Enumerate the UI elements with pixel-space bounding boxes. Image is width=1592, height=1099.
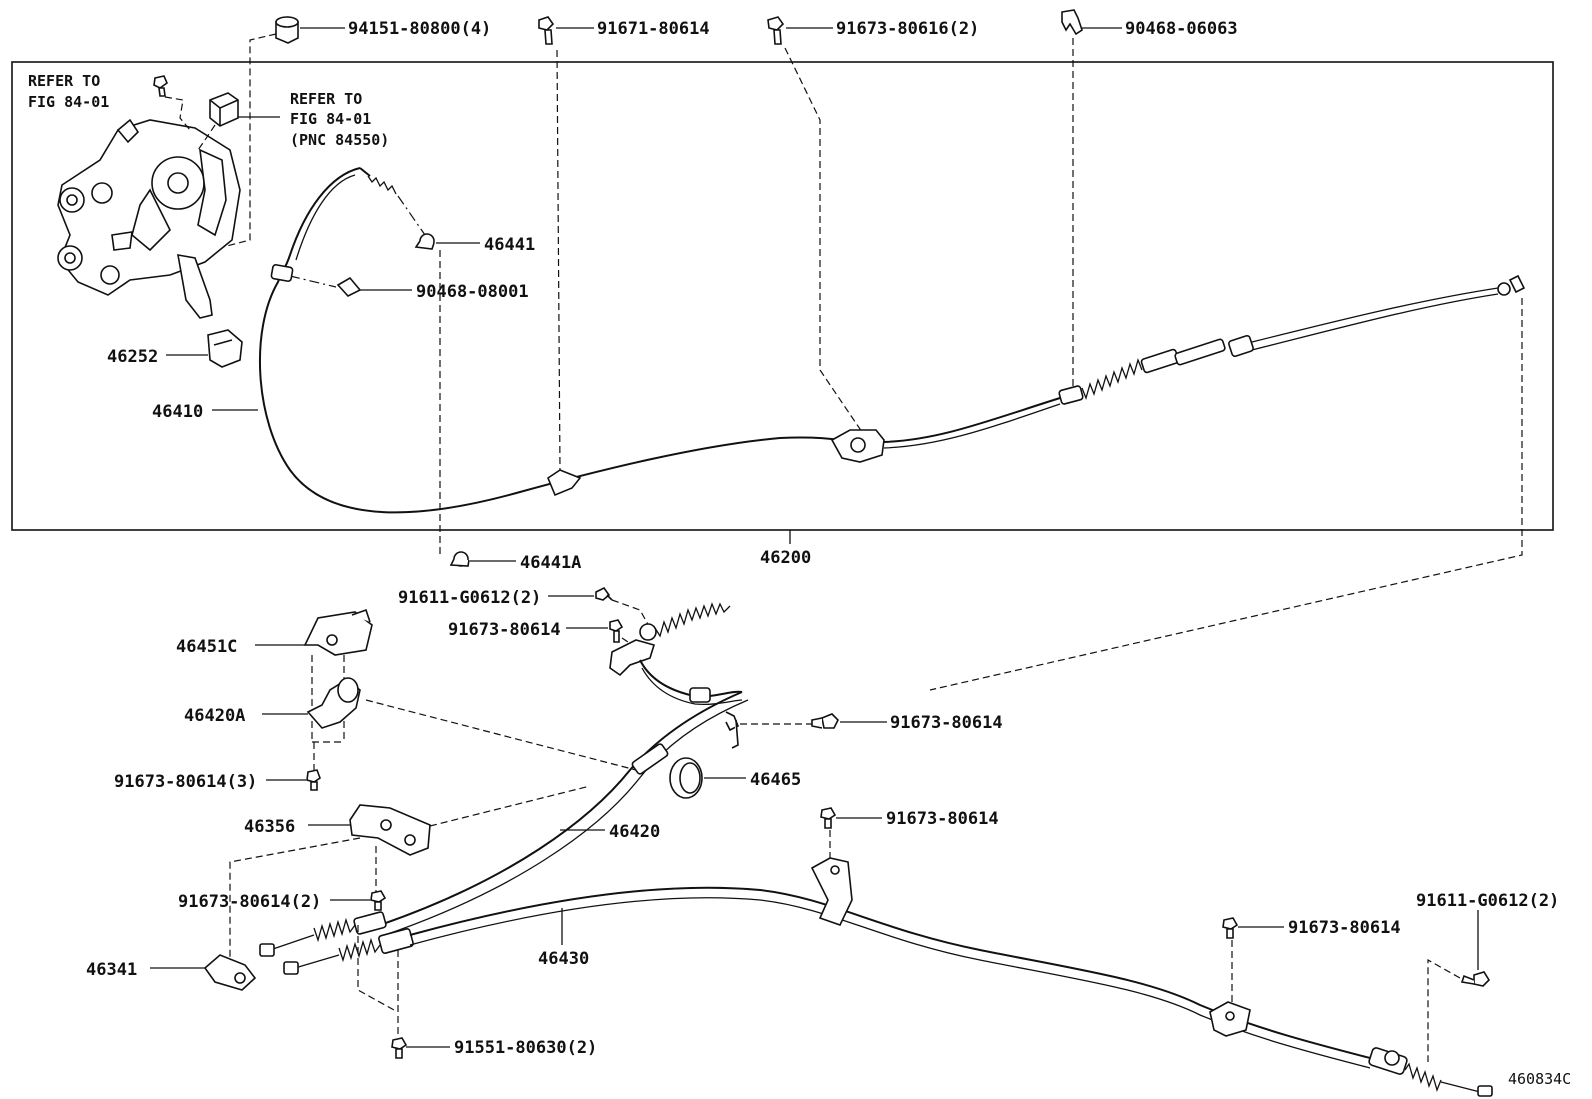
label-91673-d: 91673-80614 bbox=[1288, 918, 1401, 938]
assembly-frame-46200 bbox=[11, 61, 1554, 531]
label-46441: 46441 bbox=[484, 235, 535, 255]
bolt-91673-c-icon bbox=[820, 807, 837, 829]
label-90468-06063: 90468-06063 bbox=[1125, 19, 1238, 39]
label-91671: 91671-80614 bbox=[597, 19, 710, 39]
label-46465: 46465 bbox=[750, 770, 801, 790]
label-46410: 46410 bbox=[152, 402, 203, 422]
label-91673-c: 91673-80614 bbox=[886, 809, 999, 829]
label-46341: 46341 bbox=[86, 960, 137, 980]
dash-rear-cable bbox=[929, 298, 1523, 691]
cable-right-end-icon bbox=[1368, 1047, 1493, 1097]
dash-clip-08001 bbox=[289, 275, 337, 288]
bolt-91673-80616-icon bbox=[767, 16, 785, 45]
bolt-91673-d-icon bbox=[1222, 917, 1239, 939]
cable-left-end-lower-icon bbox=[283, 928, 414, 975]
dash-91671 bbox=[556, 49, 561, 471]
nut-94151-icon bbox=[275, 16, 299, 44]
grommet-46441-icon bbox=[414, 233, 435, 250]
front-cable-46410 bbox=[259, 167, 857, 514]
label-91673-a: 91673-80614 bbox=[448, 620, 561, 640]
figure-code: 460834C bbox=[1508, 1070, 1571, 1088]
rear-cable-wire-2 bbox=[1251, 293, 1499, 351]
cable-equalizer-icon bbox=[830, 429, 885, 463]
bolt-91673-b-icon bbox=[811, 713, 839, 729]
clamp-46420a-icon bbox=[306, 677, 361, 729]
cable-46420-sleeve-icon bbox=[631, 743, 669, 775]
rear-cable-46420 bbox=[379, 691, 743, 926]
label-46430: 46430 bbox=[538, 949, 589, 969]
screw-refer-icon bbox=[153, 75, 168, 97]
grommet-46465-icon bbox=[669, 757, 703, 799]
label-46441a: 46441A bbox=[520, 553, 581, 573]
label-46200: 46200 bbox=[760, 548, 811, 568]
cable-clamp-91671-icon bbox=[547, 469, 582, 497]
dash-left-ends bbox=[357, 925, 395, 1011]
bolt-91673-3-icon bbox=[306, 769, 321, 791]
rear-cable-46420-inner bbox=[384, 699, 749, 936]
front-cable-end bbox=[359, 167, 371, 177]
refer-text-1a: REFER TO bbox=[28, 72, 100, 90]
bolt-91551-icon bbox=[391, 1037, 408, 1059]
front-cable-inner bbox=[295, 174, 356, 261]
bracket-46451c-icon bbox=[303, 608, 373, 656]
dash-91611-right bbox=[1427, 958, 1461, 1062]
rear-cable-wire bbox=[1251, 287, 1499, 343]
refer-text-1b: FIG 84-01 bbox=[28, 93, 109, 111]
label-91673-b: 91673-80614 bbox=[890, 713, 1003, 733]
cable-bracket-right-icon bbox=[1209, 1001, 1251, 1037]
label-46420: 46420 bbox=[609, 822, 660, 842]
parking-brake-pedal-assembly bbox=[57, 118, 241, 319]
cable-bracket-center-icon bbox=[810, 857, 853, 926]
refer-text-2a: REFER TO bbox=[290, 90, 362, 108]
clip-90468-06063-icon bbox=[1061, 9, 1083, 36]
bolt-91611-top-icon bbox=[595, 586, 613, 601]
label-91611-right: 91611-G0612(2) bbox=[1416, 891, 1559, 911]
clip-90468-08001-icon bbox=[336, 276, 362, 297]
bolt-91673-a-icon bbox=[609, 619, 624, 643]
label-91673-2: 91673-80614(2) bbox=[178, 892, 321, 912]
label-46252: 46252 bbox=[107, 347, 158, 367]
dash-46420a bbox=[365, 699, 637, 771]
cable-46420-upper-inner bbox=[641, 667, 743, 706]
label-91673-80616: 91673-80616(2) bbox=[836, 19, 979, 39]
cable-joint-icon bbox=[689, 687, 740, 749]
dash-46356-left bbox=[229, 837, 361, 960]
label-91551: 91551-80630(2) bbox=[454, 1038, 597, 1058]
label-46356: 46356 bbox=[244, 817, 295, 837]
dash-91673-80616 bbox=[784, 47, 863, 433]
grommet-46441a-icon bbox=[449, 551, 470, 567]
dash-46356-right bbox=[429, 785, 591, 827]
block-84550-icon bbox=[209, 92, 239, 127]
cable-fitting-icon bbox=[270, 264, 294, 282]
label-91673-3: 91673-80614(3) bbox=[114, 772, 257, 792]
bolt-91673-2-icon bbox=[370, 890, 387, 911]
bolt-91611-right-icon bbox=[1460, 971, 1491, 987]
label-91611-top: 91611-G0612(2) bbox=[398, 588, 541, 608]
refer-text-2b: FIG 84-01 bbox=[290, 110, 371, 128]
dash-block bbox=[197, 124, 216, 151]
cable-adjuster-spring-icon bbox=[1058, 334, 1254, 405]
clip-46341-icon bbox=[203, 954, 257, 991]
label-90468-08001: 90468-08001 bbox=[416, 282, 529, 302]
dash-91673-a bbox=[621, 637, 641, 651]
label-46420a: 46420A bbox=[184, 706, 245, 726]
dash-94151 bbox=[113, 33, 277, 276]
cable-bracket-upper-icon bbox=[609, 602, 731, 677]
label-94151: 94151-80800(4) bbox=[348, 19, 491, 39]
dash-46441-top bbox=[397, 195, 426, 236]
bolt-91671-icon bbox=[538, 16, 555, 45]
bracket-46356-icon bbox=[349, 804, 431, 856]
dash-refer-screw bbox=[164, 96, 191, 131]
pedal-pad-46252-icon bbox=[207, 329, 243, 368]
cable-spring-end-icon bbox=[367, 175, 397, 195]
cable-left-end-upper-icon bbox=[259, 911, 387, 957]
cable-end-fitting-icon bbox=[1497, 274, 1526, 296]
intermediate-cable-46200 bbox=[883, 397, 1061, 443]
intermediate-cable-inner bbox=[883, 403, 1061, 449]
refer-text-2c: (PNC 84550) bbox=[290, 131, 389, 149]
label-46451c: 46451C bbox=[176, 637, 237, 657]
